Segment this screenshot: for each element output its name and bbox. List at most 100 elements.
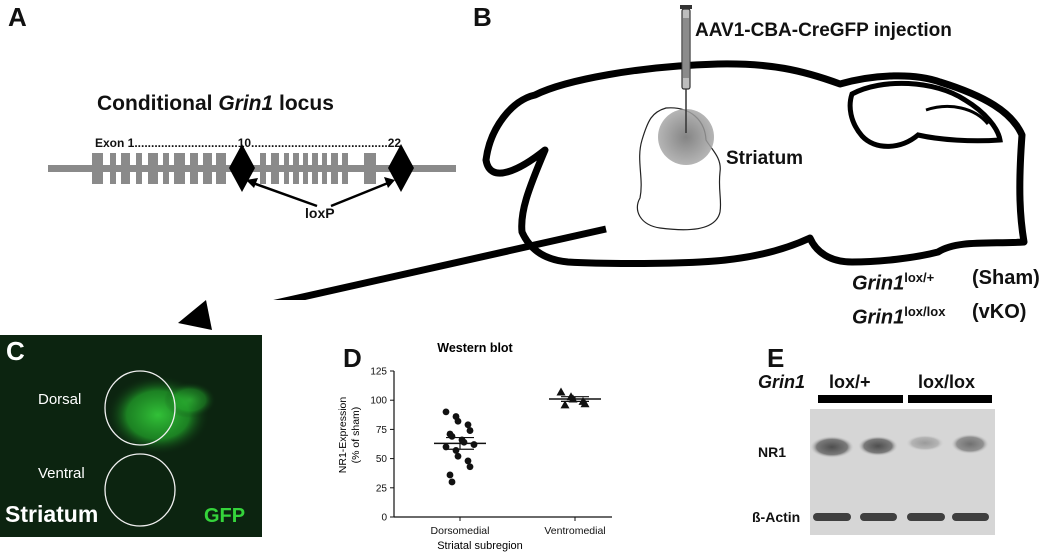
y-tick-label: 0 (381, 513, 387, 524)
dorsal-label: Dorsal (38, 391, 82, 408)
micrograph-region-label: Striatum (5, 501, 99, 527)
exon-box (342, 153, 348, 184)
data-point-circle (452, 447, 460, 454)
cerebellum-outline (847, 80, 1003, 149)
panel-a-letter: A (8, 2, 27, 32)
nr1-band (810, 436, 854, 458)
ventral-roi-circle (104, 453, 176, 527)
exon-box (110, 153, 116, 184)
data-point-circle (442, 408, 450, 416)
data-point-triangle (580, 399, 590, 408)
exon-numbering: Exon 1...............................10.… (95, 136, 402, 150)
loxp-label: loxP (305, 205, 335, 221)
actin-band (860, 513, 897, 521)
y-tick-label: 125 (370, 367, 387, 378)
blot-gene-label: Grin1 (758, 372, 806, 392)
data-point-triangle (560, 400, 570, 409)
lane-group-label: lox/+ (829, 372, 871, 392)
zoom-arrow-shaft (273, 225, 607, 300)
gfp-signal-spread (164, 382, 216, 418)
exon-box (121, 153, 130, 184)
genotype-gene: Grin1 (852, 272, 905, 295)
genotype-legend: Grin1lox/+(Sham) Grin1lox/lox(vKO) (852, 264, 1040, 331)
data-point-circle (446, 471, 454, 479)
gfp-micrograph (0, 335, 262, 537)
loxp-arrow-right (330, 181, 389, 208)
nr1-band (858, 436, 898, 456)
y-tick-label: 25 (376, 483, 388, 494)
panel-b-letter: B (473, 2, 492, 32)
brain-outline (482, 60, 1028, 267)
data-point-circle (466, 427, 474, 434)
exon-box (303, 153, 308, 184)
gfp-micrograph-svg (104, 370, 216, 527)
lane-group-bar (818, 395, 903, 403)
data-point-circle (466, 463, 474, 471)
lane-group-bar (908, 395, 992, 403)
genotype-group: (vKO) (972, 300, 1027, 323)
data-point-circle (454, 452, 462, 460)
genotype-row-sham: Grin1lox/+ (Sham) (852, 264, 1040, 298)
data-point-circle (464, 421, 472, 429)
panel-c-letter: C (6, 336, 25, 366)
exon-box (293, 153, 299, 184)
exon-box (260, 153, 266, 184)
panel-d-letter: D (343, 343, 362, 373)
blot-row-label: NR1 (758, 444, 787, 460)
locus-title-prefix: Conditional (97, 92, 219, 115)
actin-band (907, 513, 945, 521)
genotype-gene: Grin1 (852, 306, 905, 329)
chart-title: Western blot (437, 341, 513, 355)
chart-ylabel-line1: NR1-Expression (337, 397, 349, 474)
exon-box (216, 153, 226, 184)
striatum-label: Striatum (726, 148, 804, 169)
panel-e-letter: E (767, 343, 785, 373)
exon-box (92, 153, 103, 184)
data-point-circle (470, 441, 478, 448)
exon-box (271, 153, 279, 184)
exon-box (331, 153, 338, 184)
exon-box (203, 153, 212, 184)
western-blot-image (810, 409, 995, 535)
actin-band (952, 513, 989, 521)
syringe-fluid (683, 18, 689, 78)
y-tick-label: 75 (376, 425, 388, 436)
exon-box (190, 153, 198, 184)
loxp-arrow-left (252, 181, 318, 208)
loxp-arrowhead-left (246, 178, 258, 188)
data-point-circle (448, 478, 456, 486)
data-point-circle (460, 438, 468, 446)
exon-box (174, 153, 185, 184)
y-tick-label: 100 (370, 396, 387, 407)
genotype-allele: lox/+ (904, 270, 935, 285)
exon-boxes (92, 153, 376, 184)
chart-ylabel: NR1-Expression (337, 397, 349, 474)
actin-band (813, 513, 851, 521)
exon-box (284, 153, 289, 184)
cerebellum-fold (925, 105, 990, 125)
genotype-group: (Sham) (972, 267, 1040, 289)
gfp-label: GFP (204, 505, 246, 527)
brain-diagram (273, 5, 1028, 300)
locus-title-gene: Grin1 (218, 92, 274, 115)
locus-title-suffix: locus (273, 92, 334, 115)
grin1-locus-diagram (48, 144, 456, 208)
nr1-band (906, 435, 944, 451)
data-point-circle (442, 443, 450, 451)
syringe-plunger (680, 5, 692, 9)
nr1-band (951, 434, 989, 454)
injection-label: AAV1-CBA-CreGFP injection (695, 20, 952, 41)
exon-box (322, 153, 327, 184)
western-blot-chart: Western blot Striatal subregion NR1-Expr… (337, 341, 612, 552)
x-tick-label: Ventromedial (544, 525, 605, 537)
x-tick-label: Dorsomedial (431, 525, 490, 537)
data-point-triangle (556, 387, 566, 396)
data-point-circle (454, 417, 462, 425)
blot-row-label: ß-Actin (752, 509, 801, 525)
zoom-arrowhead (178, 300, 212, 330)
exon-box (148, 153, 158, 184)
chart-ylabel-line2: (% of sham) (350, 407, 362, 464)
loxp-arrowhead-right (384, 177, 395, 188)
injection-site (658, 109, 714, 165)
exon-box (136, 153, 142, 184)
